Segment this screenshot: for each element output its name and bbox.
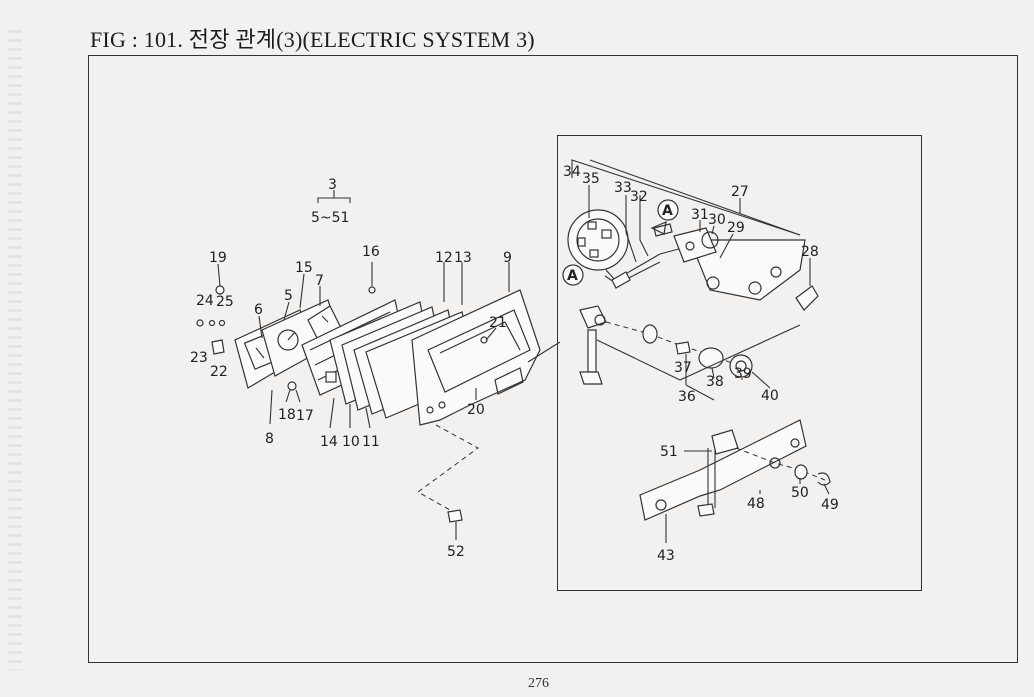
callout-48: 48 bbox=[747, 496, 765, 512]
page-number: 276 bbox=[528, 676, 549, 691]
right-leader-lines bbox=[571, 159, 830, 543]
callout-23: 23 bbox=[190, 350, 208, 366]
clip-28-part bbox=[795, 285, 819, 311]
callout-30: 30 bbox=[708, 212, 726, 228]
callout-6: 6 bbox=[254, 302, 263, 318]
connector-line bbox=[527, 341, 561, 363]
callout-labels: 3 5~51 19 16 12 13 9 15 7 24 25 5 6 21 2… bbox=[190, 164, 839, 564]
callout-29: 29 bbox=[727, 220, 745, 236]
callout-31: 31 bbox=[691, 207, 709, 223]
callout-27: 27 bbox=[731, 184, 749, 200]
callout-assembly-ref: 3 bbox=[328, 177, 337, 193]
callout-15: 15 bbox=[295, 260, 313, 276]
lower-bracket-part bbox=[639, 419, 831, 521]
callout-10: 10 bbox=[342, 434, 360, 450]
callout-51: 51 bbox=[660, 444, 678, 460]
scan-margin-artifact bbox=[8, 30, 22, 670]
callout-18: 18 bbox=[278, 407, 296, 423]
callout-22: 22 bbox=[210, 364, 228, 380]
inset-detail-frame bbox=[557, 135, 922, 591]
switch-disc-part bbox=[567, 209, 629, 271]
callout-28: 28 bbox=[801, 244, 819, 260]
callout-33: 33 bbox=[614, 180, 632, 196]
callout-34: 34 bbox=[563, 164, 581, 180]
callout-5: 5 bbox=[284, 288, 293, 304]
callout-8: 8 bbox=[265, 431, 274, 447]
callout-25: 25 bbox=[216, 294, 234, 310]
bulb-socket-parts bbox=[196, 285, 488, 391]
callout-37: 37 bbox=[674, 360, 692, 376]
callout-19: 19 bbox=[209, 250, 227, 266]
detail-marker-a: A A bbox=[562, 199, 679, 286]
callout-11: 11 bbox=[362, 434, 380, 450]
callout-36: 36 bbox=[678, 389, 696, 405]
callout-52: 52 bbox=[447, 544, 465, 560]
callout-39: 39 bbox=[734, 366, 752, 382]
callout-49: 49 bbox=[821, 497, 839, 513]
wiring-harness-part bbox=[604, 245, 691, 289]
screw-52-part bbox=[417, 424, 479, 523]
callout-13: 13 bbox=[454, 250, 472, 266]
assembly-bracket bbox=[317, 190, 351, 203]
screw-16-part bbox=[368, 262, 376, 294]
diagram-frame bbox=[88, 55, 1018, 663]
callout-20: 20 bbox=[467, 402, 485, 418]
callout-24: 24 bbox=[196, 293, 214, 309]
callout-14: 14 bbox=[320, 434, 338, 450]
callout-9: 9 bbox=[503, 250, 512, 266]
svg-text:A: A bbox=[662, 203, 673, 219]
switch-body-part bbox=[653, 223, 719, 263]
callout-50: 50 bbox=[791, 485, 809, 501]
callout-43: 43 bbox=[657, 548, 675, 564]
switch-stack-parts bbox=[579, 305, 801, 385]
callout-assembly-range: 5~51 bbox=[311, 210, 349, 226]
callout-38: 38 bbox=[706, 374, 724, 390]
svg-text:A: A bbox=[567, 268, 578, 284]
mounting-bracket-upper bbox=[589, 159, 806, 301]
front-bezel-part bbox=[411, 289, 541, 426]
callout-17: 17 bbox=[296, 408, 314, 424]
page-title: FIG : 101. 전장 관계(3)(ELECTRIC SYSTEM 3) bbox=[90, 27, 535, 52]
callout-32: 32 bbox=[630, 189, 648, 205]
left-leader-lines bbox=[217, 262, 510, 540]
callout-21: 21 bbox=[489, 315, 507, 331]
callout-40: 40 bbox=[761, 388, 779, 404]
callout-7: 7 bbox=[315, 273, 324, 289]
callout-16: 16 bbox=[362, 244, 380, 260]
callout-12: 12 bbox=[435, 250, 453, 266]
callout-35: 35 bbox=[582, 171, 600, 187]
